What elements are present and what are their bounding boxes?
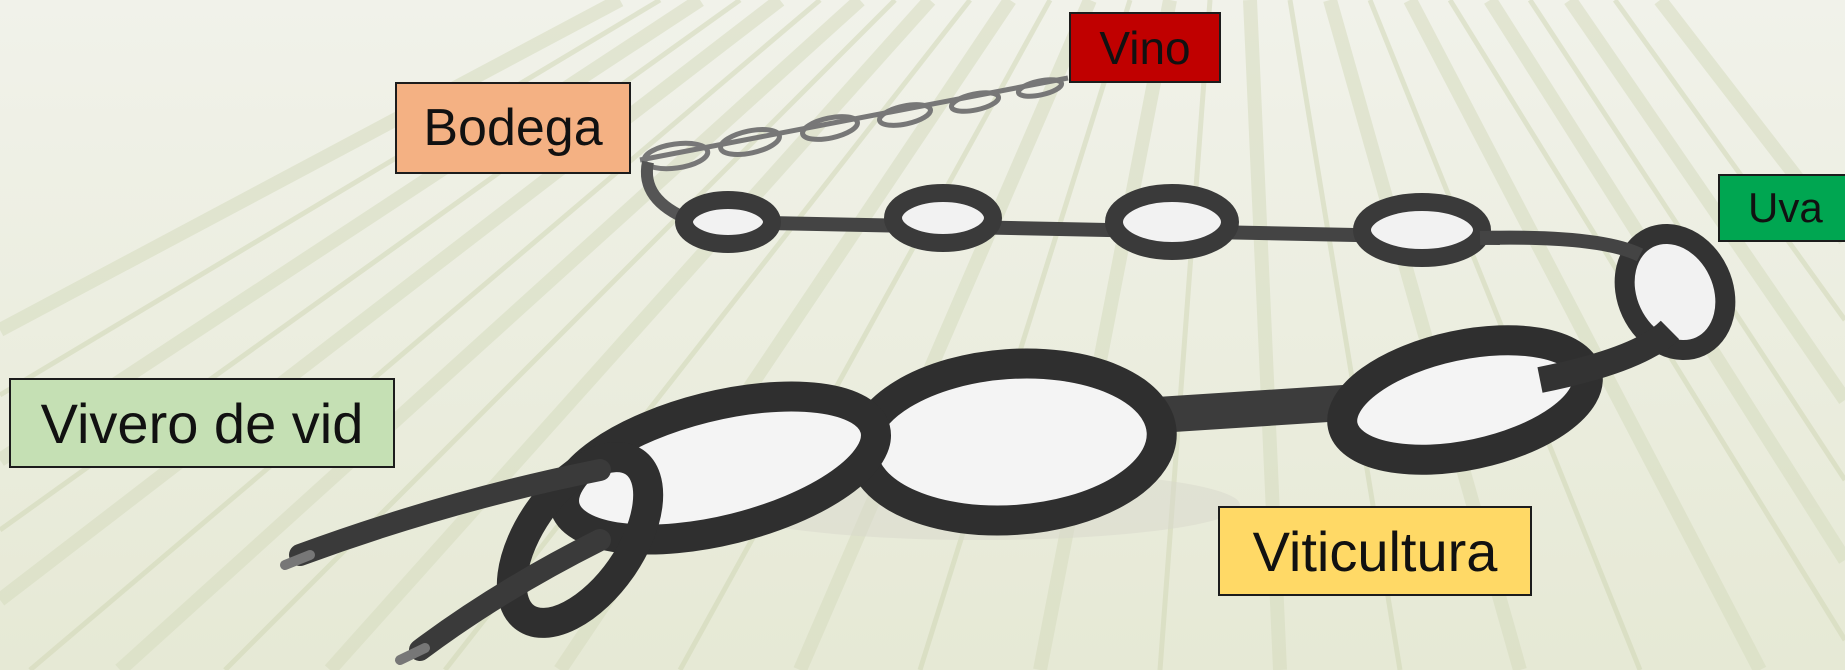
label-vino: Vino xyxy=(1069,12,1221,83)
label-vivero-de-vid: Vivero de vid xyxy=(9,378,395,468)
chain-middle-row xyxy=(684,193,1500,258)
chain-foreground-links xyxy=(485,320,1670,646)
chain-thin-segment xyxy=(640,77,1068,173)
label-bodega: Bodega xyxy=(395,82,631,174)
label-viticultura: Viticultura xyxy=(1218,506,1532,596)
label-uva: Uva xyxy=(1718,174,1845,242)
